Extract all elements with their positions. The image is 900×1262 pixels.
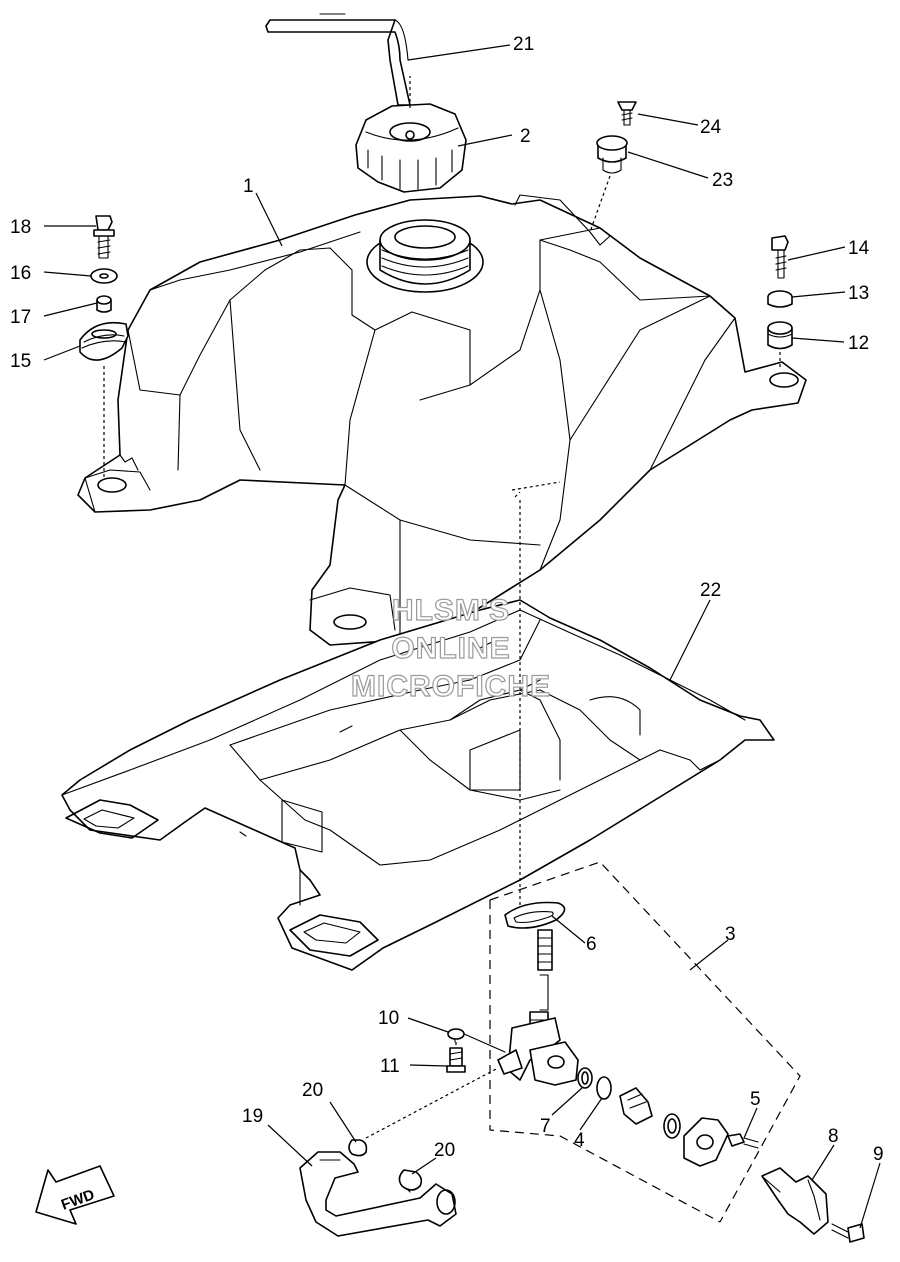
- fuel-hose: [299, 1067, 499, 1237]
- callout-2: 2: [520, 126, 531, 147]
- callout-16: 16: [10, 263, 31, 284]
- watermark-line-2: ONLINE: [391, 632, 510, 665]
- callout-14: 14: [848, 238, 870, 259]
- callout-6: 6: [586, 934, 597, 955]
- callout-22: 22: [700, 580, 721, 601]
- callout-3: 3: [725, 924, 736, 945]
- callout-19: 19: [242, 1106, 263, 1127]
- callout-1: 1: [243, 176, 254, 197]
- callout-8: 8: [828, 1126, 839, 1147]
- callout-10: 10: [378, 1008, 399, 1029]
- callout-9: 9: [873, 1144, 884, 1165]
- callout-24: 24: [700, 117, 722, 138]
- callout-13: 13: [848, 283, 869, 304]
- callout-21: 21: [513, 34, 534, 55]
- callout-5: 5: [750, 1089, 761, 1110]
- fuel-tank: [77, 194, 807, 646]
- left-mount-hardware: [79, 215, 129, 478]
- watermark: HLSM'S ONLINE MICROFICHE: [350, 593, 551, 703]
- forward-direction-arrow: FWD: [35, 1165, 115, 1225]
- watermark-line-1: HLSM'S: [392, 594, 510, 627]
- under-cover: [61, 599, 775, 971]
- callout-23: 23: [712, 170, 733, 191]
- fuel-cock-assembly: [446, 861, 865, 1243]
- callout-11: 11: [380, 1056, 400, 1077]
- callout-numbers: 1 2 3 4 5 6 7 8 9 10 11 12 13 14 15 16 1…: [10, 34, 884, 1165]
- leader-lines: [43, 44, 881, 1229]
- callout-20-upper: 20: [302, 1080, 323, 1101]
- callout-17: 17: [10, 307, 31, 328]
- fuel-cap: [265, 13, 467, 193]
- callout-20-lower: 20: [434, 1140, 455, 1161]
- callout-4: 4: [574, 1130, 585, 1151]
- callout-12: 12: [848, 333, 869, 354]
- callout-15: 15: [10, 351, 31, 372]
- callout-18: 18: [10, 217, 31, 238]
- callout-7: 7: [540, 1116, 551, 1137]
- watermark-line-3: MICROFICHE: [351, 670, 551, 703]
